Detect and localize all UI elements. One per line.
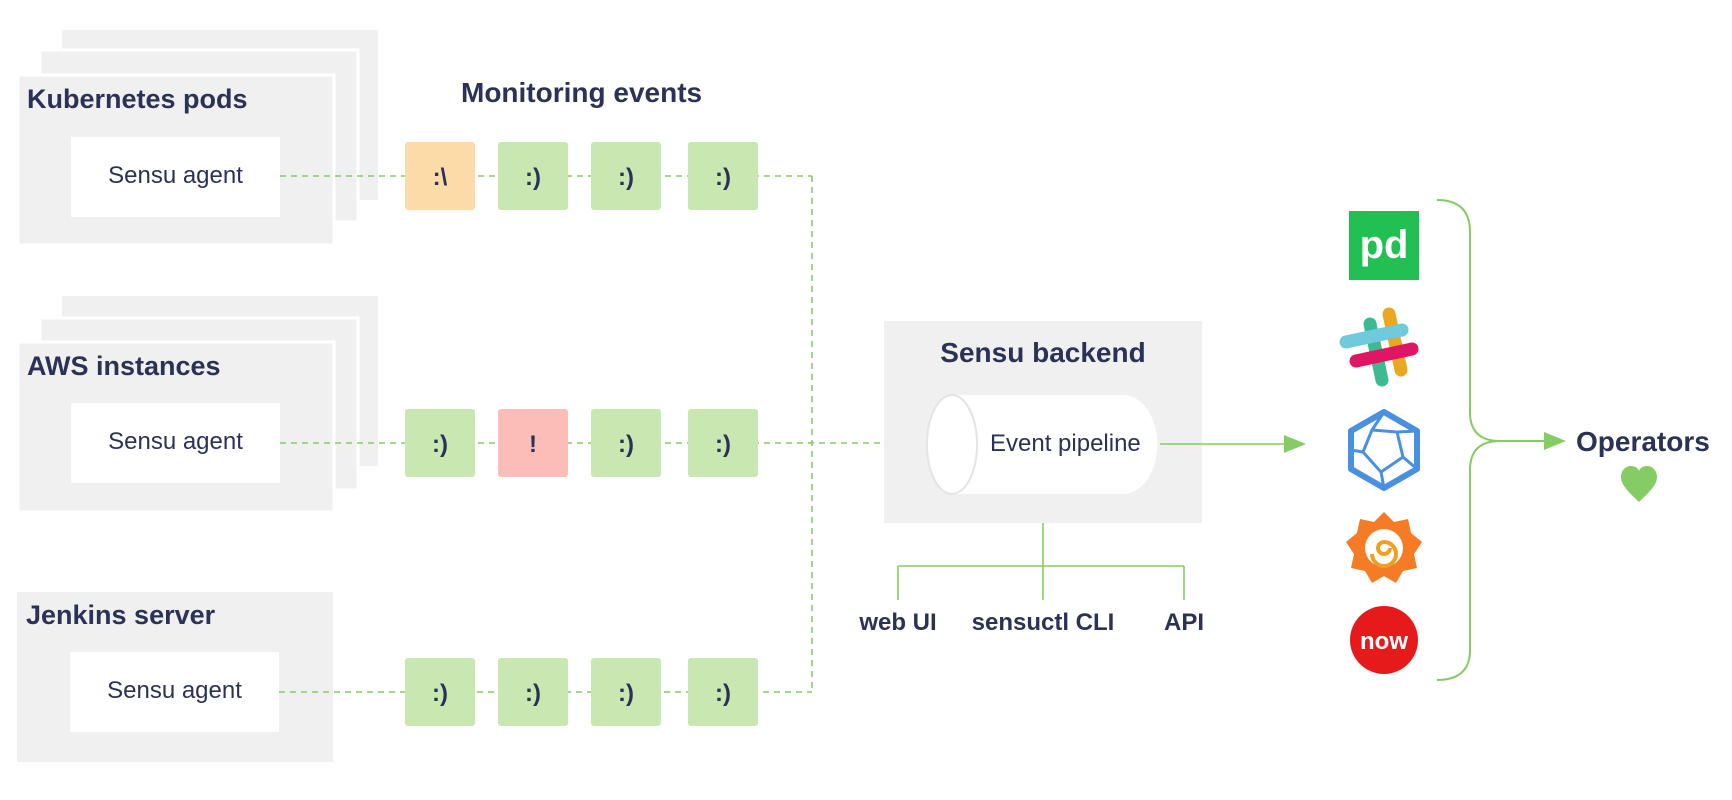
kubernetes-sensu-agent-label: Sensu agent — [108, 162, 243, 189]
event-box-ok: :) — [405, 658, 475, 726]
event-box-ok: :) — [591, 658, 661, 726]
event-box-label: :) — [618, 431, 634, 458]
event-box-ok: :) — [498, 658, 568, 726]
k8s-agent-box — [71, 137, 280, 217]
aws-instances-title: AWS instances — [27, 351, 221, 381]
svg-text:pd: pd — [1360, 223, 1409, 267]
kubernetes-pods-title: Kubernetes pods — [27, 84, 248, 114]
sensuctl-cli-label: sensuctl CLI — [971, 609, 1115, 636]
event-box-ok: :) — [688, 409, 758, 477]
event-box-label: :) — [432, 431, 448, 458]
event-box-label: :) — [618, 680, 634, 707]
jenkins-agent-box — [70, 652, 279, 732]
event-box-label: :) — [525, 680, 541, 707]
event-boxes: :\:):):):)!:):):):):):) — [405, 142, 758, 726]
event-box-label: ! — [529, 431, 537, 458]
event-box-ok: :) — [688, 142, 758, 210]
operators-brace — [1436, 199, 1501, 681]
operators-arrowhead — [1544, 432, 1566, 450]
aws-agent-box — [71, 403, 280, 483]
aws-sensu-agent-label: Sensu agent — [108, 428, 243, 455]
monitoring-events-title: Monitoring events — [461, 77, 703, 108]
jenkins-server-title: Jenkins server — [26, 600, 216, 630]
event-box-ok: :) — [591, 409, 661, 477]
event-box-label: :) — [432, 680, 448, 707]
event-box-label: :) — [618, 164, 634, 191]
heart-icon — [1621, 466, 1657, 502]
icosahedron-icon — [1348, 409, 1420, 491]
servicenow-icon: now — [1350, 606, 1418, 674]
api-label: API — [1163, 609, 1204, 636]
pipeline-cylinder-end — [926, 394, 978, 495]
event-box-ok: :) — [688, 658, 758, 726]
interface-connectors — [897, 523, 1185, 600]
event-box-label: :\ — [433, 164, 448, 191]
event-box-label: :) — [715, 431, 731, 458]
event-box-label: :) — [715, 164, 731, 191]
sensu-backend-title: Sensu backend — [940, 337, 1146, 368]
web-ui-label: web UI — [859, 609, 937, 636]
event-pipeline-label: Event pipeline — [990, 430, 1141, 457]
event-box-warning: :\ — [405, 142, 475, 210]
event-box-critical: ! — [498, 409, 568, 477]
event-box-label: :) — [715, 680, 731, 707]
event-box-ok: :) — [498, 142, 568, 210]
operators-label: Operators — [1576, 426, 1710, 457]
event-box-label: :) — [525, 164, 541, 191]
svg-text:now: now — [1360, 628, 1408, 655]
pipeline-output-arrowhead — [1284, 435, 1306, 453]
event-box-ok: :) — [405, 409, 475, 477]
pagerduty-icon: pd — [1349, 211, 1419, 280]
slack-icon — [1339, 307, 1419, 387]
grafana-icon — [1346, 512, 1422, 583]
jenkins-sensu-agent-label: Sensu agent — [107, 677, 242, 704]
event-box-ok: :) — [591, 142, 661, 210]
pipeline-cylinder-body — [952, 395, 1158, 494]
